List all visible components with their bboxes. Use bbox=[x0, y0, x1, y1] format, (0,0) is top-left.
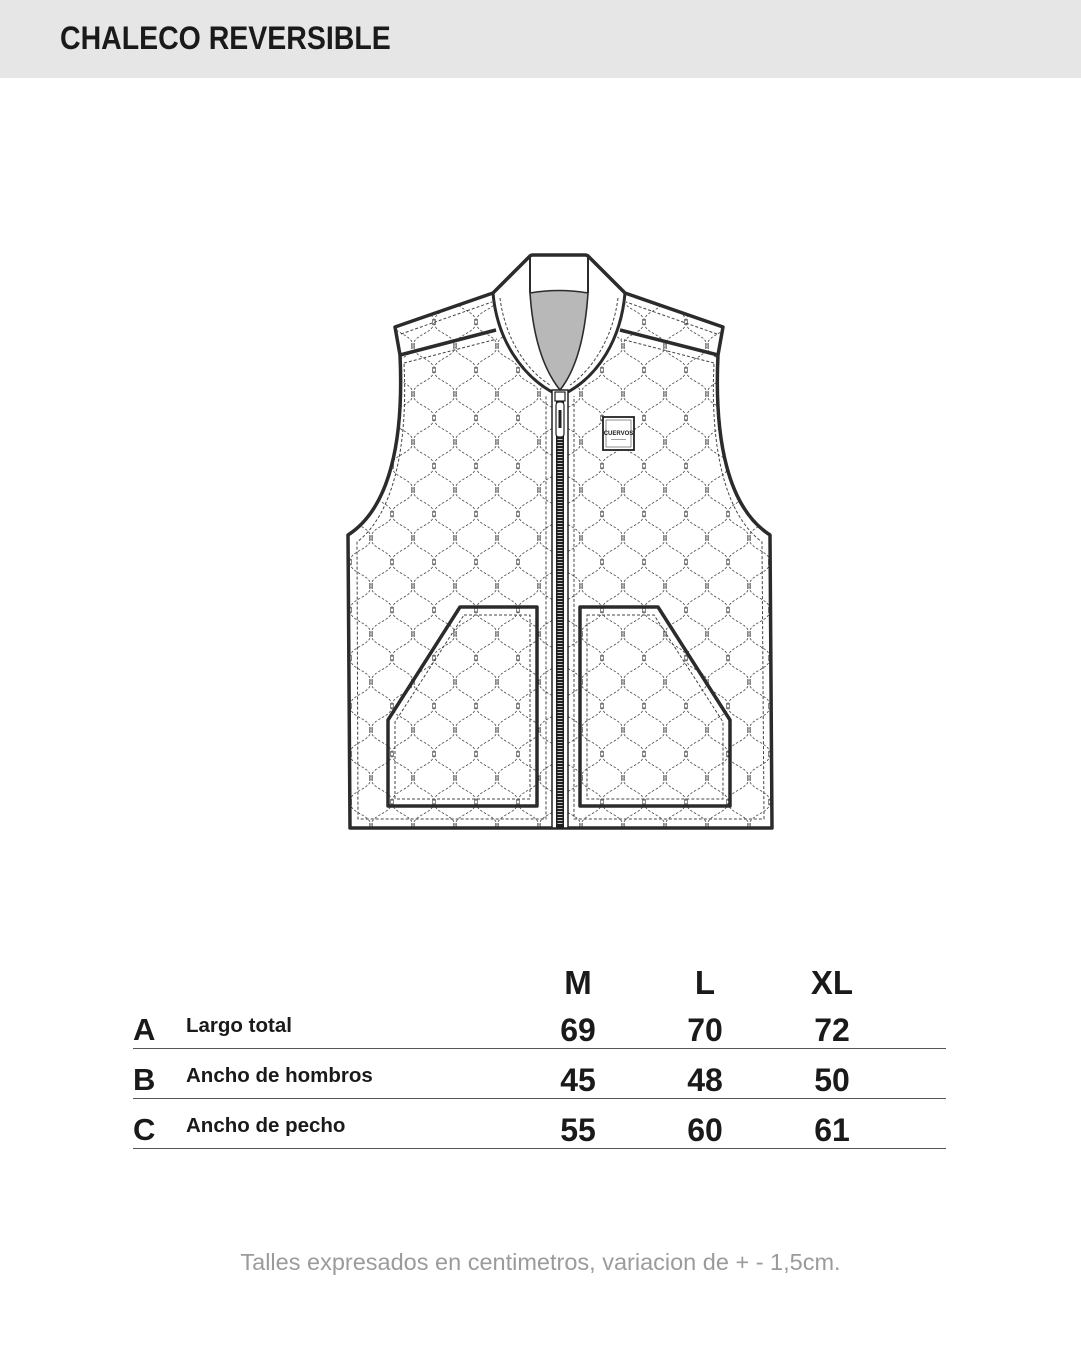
table-row: C Ancho de pecho 55 60 61 bbox=[133, 1108, 946, 1149]
pocket-left-stitching bbox=[394, 614, 531, 800]
shoulder-yoke-seams bbox=[399, 328, 719, 357]
pocket-right bbox=[578, 605, 732, 808]
vest-illustration: CUERVOS bbox=[346, 253, 774, 830]
size-header-m: M bbox=[564, 964, 592, 1001]
row-value-m: 55 bbox=[560, 1112, 596, 1148]
zipper-pull bbox=[554, 391, 566, 438]
collar-lining bbox=[529, 289, 589, 392]
row-value-l: 70 bbox=[687, 1012, 723, 1048]
pocket-right-stitching bbox=[586, 614, 724, 800]
page-title: CHALECO REVERSIBLE bbox=[60, 20, 391, 56]
row-value-xl: 72 bbox=[814, 1012, 850, 1048]
footer-note: Talles expresados en centimetros, variac… bbox=[240, 1249, 841, 1275]
row-value-l: 60 bbox=[687, 1112, 723, 1148]
row-label: Ancho de hombros bbox=[186, 1064, 373, 1087]
size-table-header: M L XL bbox=[133, 965, 946, 1001]
brand-patch: CUERVOS bbox=[602, 416, 635, 451]
collar-stitching bbox=[499, 297, 619, 386]
table-row: A Largo total 69 70 72 bbox=[133, 1008, 946, 1049]
row-value-xl: 50 bbox=[814, 1062, 850, 1098]
row-value-l: 48 bbox=[687, 1062, 723, 1098]
row-letter: A bbox=[133, 1012, 156, 1047]
row-label: Ancho de pecho bbox=[186, 1114, 346, 1137]
size-header-xl: XL bbox=[810, 964, 854, 1001]
collar-band-seams bbox=[529, 257, 589, 293]
row-value-m: 45 bbox=[560, 1062, 596, 1098]
header-bar: CHALECO REVERSIBLE bbox=[0, 0, 1081, 78]
zipper bbox=[551, 389, 569, 829]
row-value-xl: 61 bbox=[814, 1112, 850, 1148]
row-letter: C bbox=[133, 1112, 156, 1147]
brand-patch-text: CUERVOS bbox=[604, 431, 634, 437]
size-table: A Largo total 69 70 72 B Ancho de hombro… bbox=[133, 1008, 946, 1149]
row-label: Largo total bbox=[186, 1014, 292, 1037]
size-header-l: L bbox=[694, 964, 716, 1001]
table-row: B Ancho de hombros 45 48 50 bbox=[133, 1058, 946, 1099]
row-letter: B bbox=[133, 1062, 156, 1097]
row-value-m: 69 bbox=[560, 1012, 596, 1048]
pocket-left bbox=[386, 605, 539, 808]
edge-stitching bbox=[356, 363, 765, 820]
vest-outline bbox=[346, 253, 774, 830]
